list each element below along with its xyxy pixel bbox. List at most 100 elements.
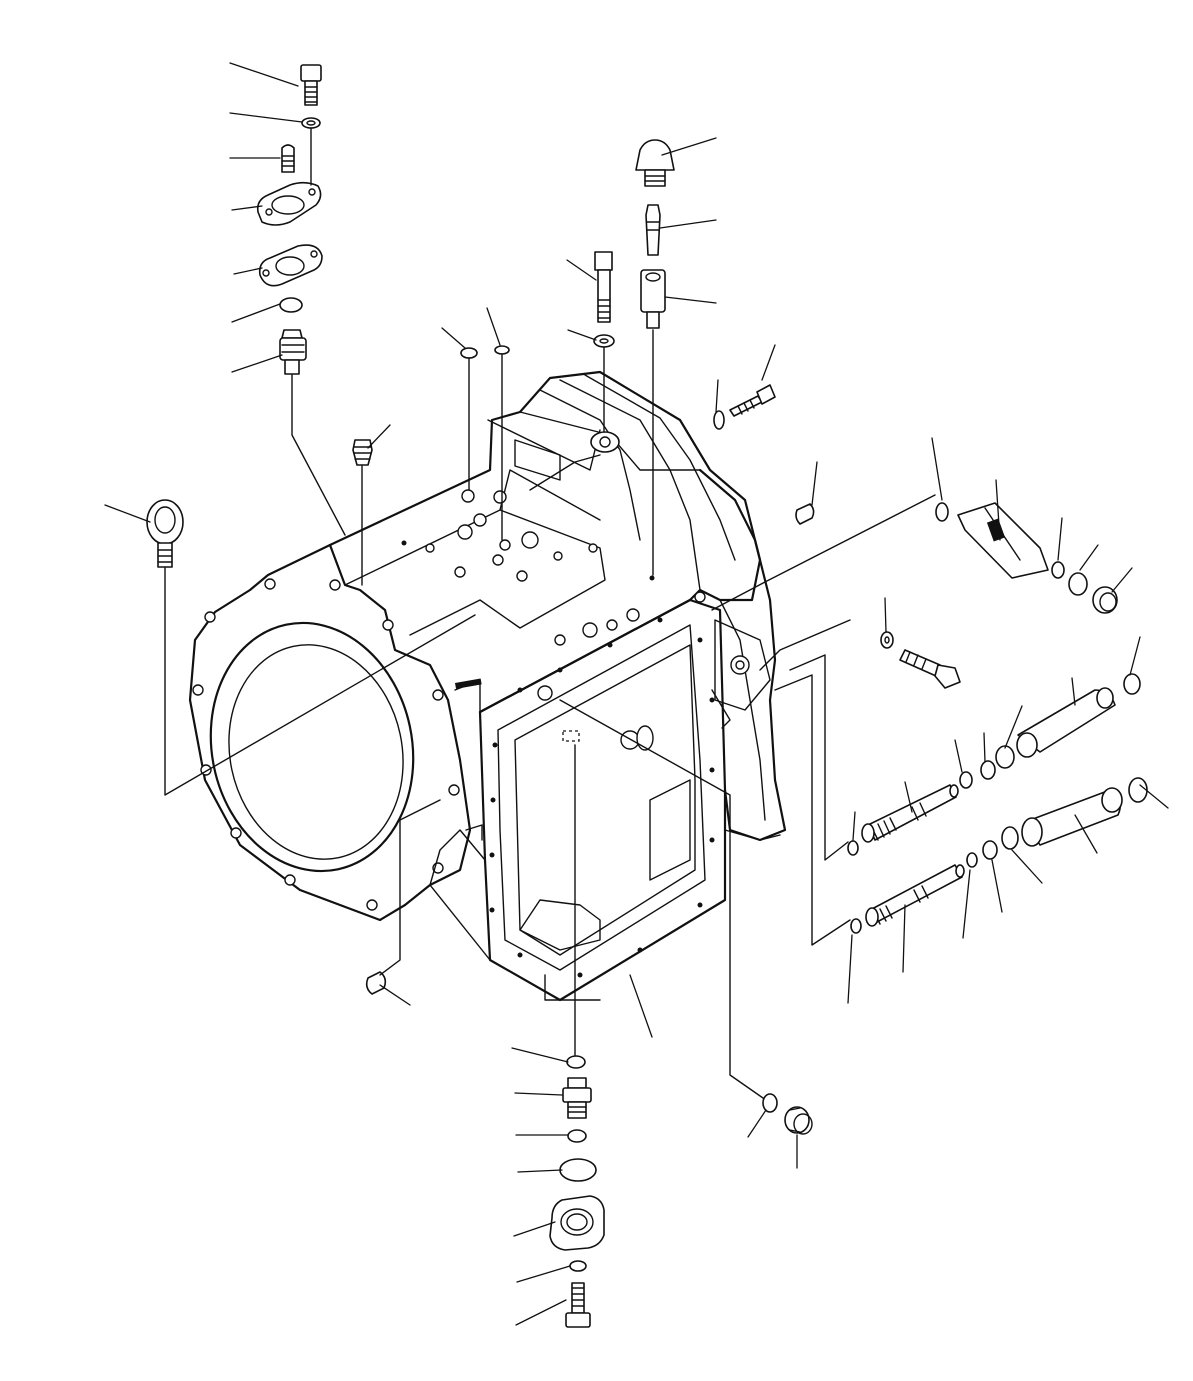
pressure-switch-stack bbox=[635, 139, 675, 576]
leader-line bbox=[233, 267, 263, 275]
pan-frame-bolt-holes bbox=[489, 617, 715, 978]
leader-line bbox=[1111, 567, 1133, 593]
leader-line bbox=[852, 811, 856, 841]
bell-housing-inner bbox=[228, 644, 404, 860]
leader-lines bbox=[104, 62, 1169, 1326]
washer-center bbox=[593, 334, 615, 348]
oil-pan-frame bbox=[478, 598, 727, 1002]
leader-line bbox=[514, 1092, 563, 1096]
o-ring-bottom-c bbox=[559, 1158, 597, 1182]
leader-line bbox=[1074, 814, 1098, 854]
leader-line bbox=[659, 219, 717, 229]
top-left-part-stack bbox=[256, 64, 346, 536]
leader-line bbox=[1139, 784, 1169, 809]
tube-lower bbox=[850, 864, 965, 934]
routing-line-tube-lower bbox=[774, 674, 851, 946]
valve-body-mount bbox=[344, 509, 606, 636]
o-ring-deck-a bbox=[460, 347, 478, 359]
leader-line bbox=[902, 904, 906, 973]
o-ring-bottom-a bbox=[566, 1055, 586, 1069]
leader-line bbox=[486, 307, 501, 346]
leader-line bbox=[515, 1299, 567, 1326]
routing-line-lower-right bbox=[559, 699, 764, 1099]
bolt-right-middle bbox=[759, 619, 961, 689]
leader-line bbox=[931, 437, 943, 501]
leader-line bbox=[847, 934, 853, 1004]
leader-line bbox=[1079, 544, 1099, 571]
bolt-top-left bbox=[300, 64, 322, 106]
o-ring-top bbox=[279, 297, 303, 313]
leader-line bbox=[991, 859, 1003, 913]
sensor-top-left bbox=[279, 329, 307, 375]
bolt-bottom bbox=[565, 1282, 591, 1328]
leader-line bbox=[747, 1109, 767, 1138]
leader-line bbox=[516, 1265, 571, 1283]
leader-line bbox=[367, 424, 391, 449]
bell-housing-opening bbox=[209, 621, 415, 873]
leader-line bbox=[904, 781, 913, 813]
routing-line-tube-upper bbox=[789, 654, 849, 861]
o-ring-lower-right bbox=[762, 1093, 778, 1113]
leader-line bbox=[231, 303, 281, 323]
leader-line bbox=[1129, 636, 1141, 676]
leader-line bbox=[995, 479, 1001, 541]
leader-line bbox=[629, 974, 653, 1038]
leader-line bbox=[231, 354, 283, 373]
breather-plug bbox=[281, 144, 295, 173]
o-ring-pipe-b bbox=[980, 760, 996, 780]
leader-line bbox=[567, 329, 597, 341]
washer-bottom bbox=[569, 1260, 587, 1272]
leader-line bbox=[811, 461, 818, 506]
dowel-pin-right bbox=[795, 503, 815, 525]
deck-plug bbox=[352, 439, 373, 586]
leader-line bbox=[664, 296, 717, 304]
plug-lower-right bbox=[784, 1106, 813, 1135]
tube-upper bbox=[847, 784, 959, 856]
leader-line bbox=[1004, 705, 1023, 749]
bolt-right-upper bbox=[713, 384, 776, 430]
leader-line bbox=[379, 984, 411, 1006]
leader-line bbox=[761, 344, 776, 381]
leader-line bbox=[715, 379, 719, 413]
o-ring-pipe-c bbox=[959, 771, 973, 789]
leader-line bbox=[1057, 517, 1063, 561]
leader-line bbox=[231, 205, 263, 211]
o-ring-pipe-a bbox=[995, 745, 1015, 769]
pipe-right-b bbox=[1021, 777, 1148, 847]
o-ring-pipe-e bbox=[982, 840, 998, 860]
leader-line bbox=[511, 1047, 569, 1063]
leader-line bbox=[983, 732, 986, 763]
leader-line bbox=[229, 112, 303, 123]
o-ring-deck-b bbox=[494, 345, 510, 355]
leader-line bbox=[954, 739, 963, 773]
shaft-upper-right bbox=[711, 494, 1118, 614]
cover-plate-top bbox=[256, 181, 322, 226]
top-deck-holes bbox=[401, 489, 655, 582]
leader-line bbox=[513, 1221, 556, 1237]
leader-line bbox=[884, 597, 887, 633]
leader-line bbox=[661, 137, 717, 156]
o-ring-pipe-f bbox=[966, 852, 978, 868]
sensor-routing-line bbox=[291, 374, 346, 536]
bolt-center-top bbox=[594, 251, 613, 323]
leader-line bbox=[104, 504, 151, 523]
washer-right-upper bbox=[713, 410, 725, 430]
leader-line bbox=[962, 869, 971, 939]
o-ring-pipe-d bbox=[1001, 826, 1019, 850]
leader-line bbox=[566, 259, 597, 281]
leader-line bbox=[517, 1169, 563, 1173]
o-ring-bottom-b bbox=[567, 1129, 587, 1143]
leader-line bbox=[441, 327, 466, 349]
drain-fitting bbox=[562, 1077, 592, 1119]
leader-line bbox=[229, 62, 299, 87]
front-flange bbox=[188, 543, 472, 922]
eye-bolt bbox=[146, 499, 476, 796]
flange-bolt-holes bbox=[192, 578, 460, 911]
bottom-drain-stack bbox=[549, 744, 605, 1328]
leader-line bbox=[1011, 849, 1043, 884]
dowel-pin-lower-left bbox=[365, 971, 387, 995]
transmission-case bbox=[188, 370, 787, 1002]
washer bbox=[301, 117, 321, 129]
